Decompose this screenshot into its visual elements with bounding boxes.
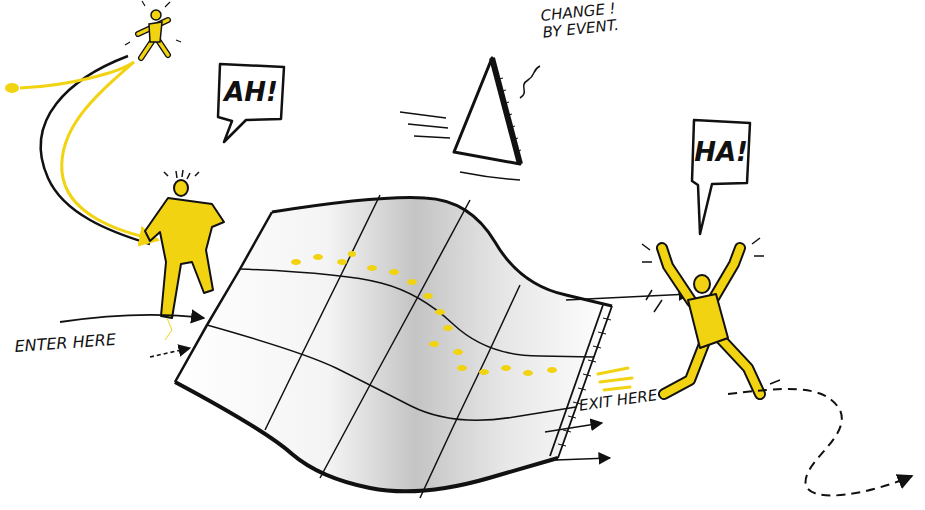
footstep — [457, 365, 467, 371]
jumping-figure — [125, 1, 181, 58]
grid-line — [265, 195, 380, 430]
figure-head — [174, 180, 188, 196]
footstep — [407, 279, 417, 285]
hatching — [496, 78, 521, 152]
footstep — [501, 365, 511, 371]
running-figure — [642, 238, 780, 394]
enter-arrow — [60, 315, 204, 322]
grid-line — [320, 200, 470, 478]
grid-line — [420, 285, 520, 498]
figure-body — [145, 198, 224, 318]
figure-limbs — [662, 248, 760, 394]
motion-lines — [400, 112, 450, 138]
figure-limbs — [662, 248, 760, 394]
footstep — [547, 367, 557, 373]
figure-head — [151, 10, 161, 20]
motion-lines — [642, 238, 780, 384]
figure-head — [694, 275, 710, 293]
surface-fill — [175, 198, 612, 492]
shadow-line — [165, 318, 172, 340]
triangle-shade — [492, 58, 520, 164]
exclamation: AH! — [224, 79, 278, 105]
motion-lines — [125, 1, 181, 45]
enter-arrow — [150, 348, 190, 357]
footstep — [435, 309, 445, 315]
exit-arrow — [545, 423, 602, 432]
footsteps — [291, 251, 557, 376]
footstep — [291, 259, 301, 265]
footstep — [389, 269, 399, 275]
speech-bubble: AH! — [216, 62, 286, 122]
exit-arrow — [556, 458, 610, 460]
handwritten-note: EXIT HERE — [578, 381, 699, 414]
footstep — [423, 293, 433, 299]
footstep — [479, 369, 489, 375]
exit-arrow — [566, 294, 690, 300]
footstep — [367, 265, 377, 271]
ground-line — [460, 172, 520, 180]
figure-body — [149, 22, 162, 42]
footstep — [453, 349, 463, 355]
change-triangle — [454, 58, 520, 164]
footstep — [429, 341, 439, 347]
footstep — [313, 254, 323, 260]
surface-edge — [175, 382, 558, 491]
footstep — [348, 251, 356, 257]
surprise-lines — [164, 170, 199, 179]
figure-body — [688, 294, 728, 348]
dust-lines — [598, 368, 632, 390]
footstep — [337, 259, 347, 265]
footstep — [523, 370, 533, 376]
leader-line — [520, 66, 540, 98]
handwritten-note: ENTER HERE — [14, 328, 155, 355]
journey-line — [728, 389, 912, 496]
grid-line — [207, 325, 576, 420]
footstep — [443, 325, 453, 331]
bubble-shape — [692, 120, 750, 234]
speech-bubble: HA! — [690, 118, 752, 186]
exclamation: HA! — [694, 139, 748, 165]
start-dot — [5, 83, 19, 93]
grid-line — [240, 269, 594, 357]
surface-edge — [175, 212, 272, 382]
bubble-shape — [218, 64, 284, 142]
journey-line — [20, 62, 158, 240]
handwritten-note: CHANGE ! BY EVENT. — [540, 0, 627, 41]
